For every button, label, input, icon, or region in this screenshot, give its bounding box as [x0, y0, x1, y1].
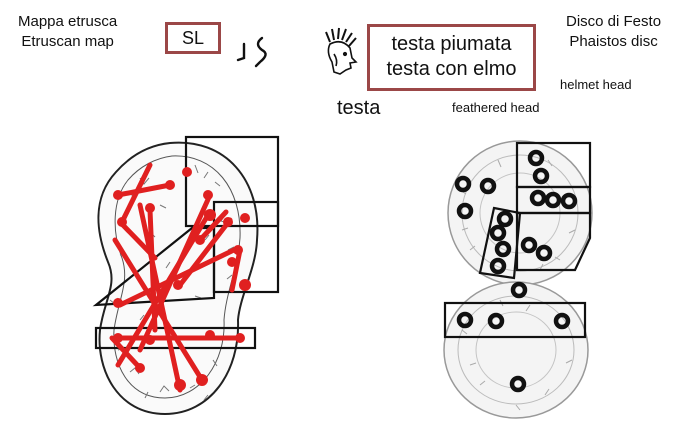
left-title-line1: Mappa etrusca	[18, 13, 118, 30]
left-title-line2: Etruscan map	[21, 33, 114, 50]
phaistos-frame-wedge	[515, 211, 592, 272]
helmet-head-label: helmet head	[560, 77, 632, 92]
etruscan-map-frame-bottom	[94, 326, 257, 350]
italian-line2: testa con elmo	[386, 58, 517, 80]
right-title-line1: Disco di Festo	[566, 13, 662, 30]
sl-label-box: SL	[165, 22, 221, 54]
phaistos-frame-tilted	[478, 206, 522, 280]
feathered-head-icon	[325, 27, 358, 75]
etruscan-map-frame-top-right	[184, 135, 280, 228]
italian-line1: testa piumata	[391, 33, 512, 55]
etruscan-map-title: Mappa etrusca Etruscan map	[18, 12, 117, 52]
phaistos-disc-lower	[443, 281, 589, 419]
testa-label: testa	[337, 97, 381, 119]
right-title-line2: Phaistos disc	[569, 33, 658, 50]
etruscan-glyph-icon	[236, 36, 267, 68]
phaistos-disc	[443, 140, 593, 419]
phaistos-frame-bottom	[443, 301, 587, 339]
feathered-head-label: feathered head	[452, 100, 540, 115]
phaistos-disc-title: Disco di Festo Phaistos disc	[566, 12, 661, 52]
etruscan-map	[92, 135, 280, 416]
italian-label-box: testa piumata testa con elmo	[367, 24, 536, 91]
